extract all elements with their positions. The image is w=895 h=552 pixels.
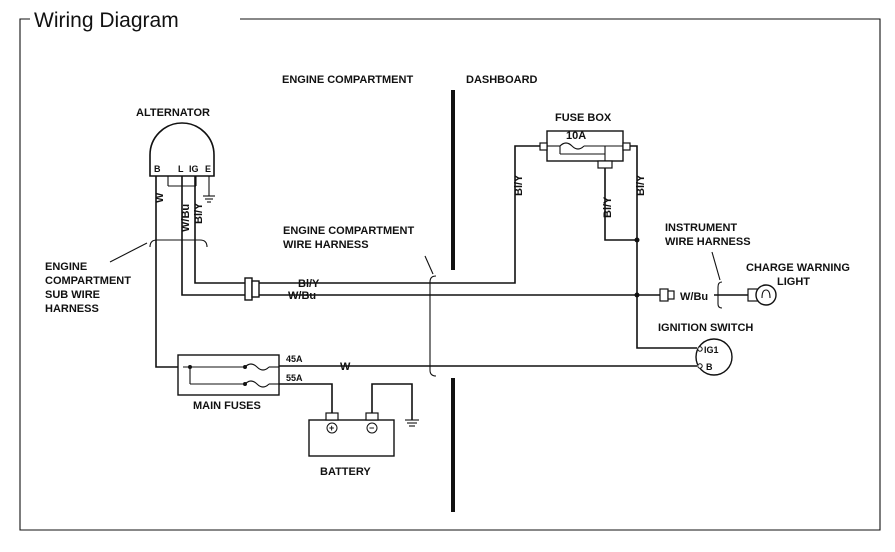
alternator-ground-symbol: [203, 176, 215, 203]
alternator-label: ALTERNATOR: [136, 107, 210, 119]
section-label-engine-compartment: ENGINE COMPARTMENT: [282, 74, 413, 86]
charge-warning-light-bulb-icon: [747, 284, 777, 306]
main-fuse-45a: 45A: [286, 354, 303, 364]
wire-fusebox-bottom: [604, 168, 637, 241]
sub-harness-label-2: COMPARTMENT: [45, 275, 131, 287]
wire-label-wbu-alt: W/Bu: [180, 204, 192, 232]
fuse-box-rating: 10A: [566, 130, 586, 142]
ignition-terminal-b: B: [706, 362, 713, 372]
harness-connector: [244, 277, 260, 301]
main-fuses-label: MAIN FUSES: [193, 400, 261, 412]
sub-harness-label-1: ENGINE: [45, 261, 87, 273]
charge-light-label-2: LIGHT: [777, 276, 810, 288]
battery-negative-icon: −: [369, 423, 374, 433]
instrument-harness-label-1: INSTRUMENT: [665, 222, 737, 234]
wire-label-w-alt: W: [154, 192, 166, 203]
alternator-terminal-b: B: [154, 164, 161, 174]
diagram-frame: [19, 18, 881, 531]
ignition-terminal-ig1: IG1: [704, 345, 719, 355]
main-fuses-symbol: [177, 354, 280, 396]
engine-harness-label-2: WIRE HARNESS: [283, 239, 369, 251]
wire-battery-negative: [371, 383, 413, 420]
wire-fusebox-right: [630, 145, 697, 349]
wire-label-bly-fusebox-left: Bl/Y: [513, 174, 525, 196]
wire-label-bly-alt: Bl/Y: [193, 202, 205, 224]
battery-label: BATTERY: [320, 466, 371, 478]
battery-ground-symbol: [405, 419, 419, 427]
alternator-terminal-l: L: [178, 164, 184, 174]
wire-label-wbu-light: W/Bu: [680, 291, 708, 303]
wire-bly-to-fusebox: [259, 145, 540, 284]
wire-alternator-ig: [194, 176, 245, 284]
sub-harness-label-3: SUB WIRE: [45, 289, 100, 301]
junction-dot-lower: [634, 292, 640, 298]
battery-symbol: [308, 412, 395, 457]
diagram-title: Wiring Diagram: [34, 9, 179, 32]
ignition-switch-label: IGNITION SWITCH: [658, 322, 753, 334]
wire-label-bly-fusebox-mid: Bl/Y: [602, 196, 614, 218]
wire-alternator-l: [181, 176, 245, 296]
junction-dot-upper: [634, 237, 640, 243]
instrument-harness-leader: [711, 251, 721, 281]
sub-harness-bracket: [149, 239, 208, 248]
battery-positive-icon: +: [329, 423, 334, 433]
light-connector: [659, 288, 675, 302]
wire-battery-positive: [279, 383, 333, 413]
sub-harness-label-4: HARNESS: [45, 303, 99, 315]
wire-label-bly-fusebox-right: Bl/Y: [635, 174, 647, 196]
engine-harness-bracket: [429, 275, 437, 377]
alternator-terminal-e: E: [205, 164, 211, 174]
main-fuse-55a: 55A: [286, 373, 303, 383]
section-label-dashboard: DASHBOARD: [466, 74, 538, 86]
wire-label-bly-harness: Bl/Y: [298, 278, 320, 290]
engine-harness-leader: [424, 255, 434, 275]
sub-harness-leader: [109, 242, 148, 263]
instrument-harness-label-2: WIRE HARNESS: [665, 236, 751, 248]
charge-light-label-1: CHARGE WARNING: [746, 262, 850, 274]
wire-label-wbu-harness: W/Bu: [288, 290, 316, 302]
fuse-box-label: FUSE BOX: [555, 112, 612, 124]
wire-alternator-b: [155, 176, 183, 368]
ignition-switch-symbol: [695, 338, 733, 376]
fuse-box-symbol: [539, 130, 631, 169]
alternator-terminal-ig: IG: [189, 164, 199, 174]
wire-label-w-main: W: [340, 361, 351, 373]
engine-harness-label-1: ENGINE COMPARTMENT: [283, 225, 414, 237]
instrument-harness-bracket: [717, 281, 723, 309]
